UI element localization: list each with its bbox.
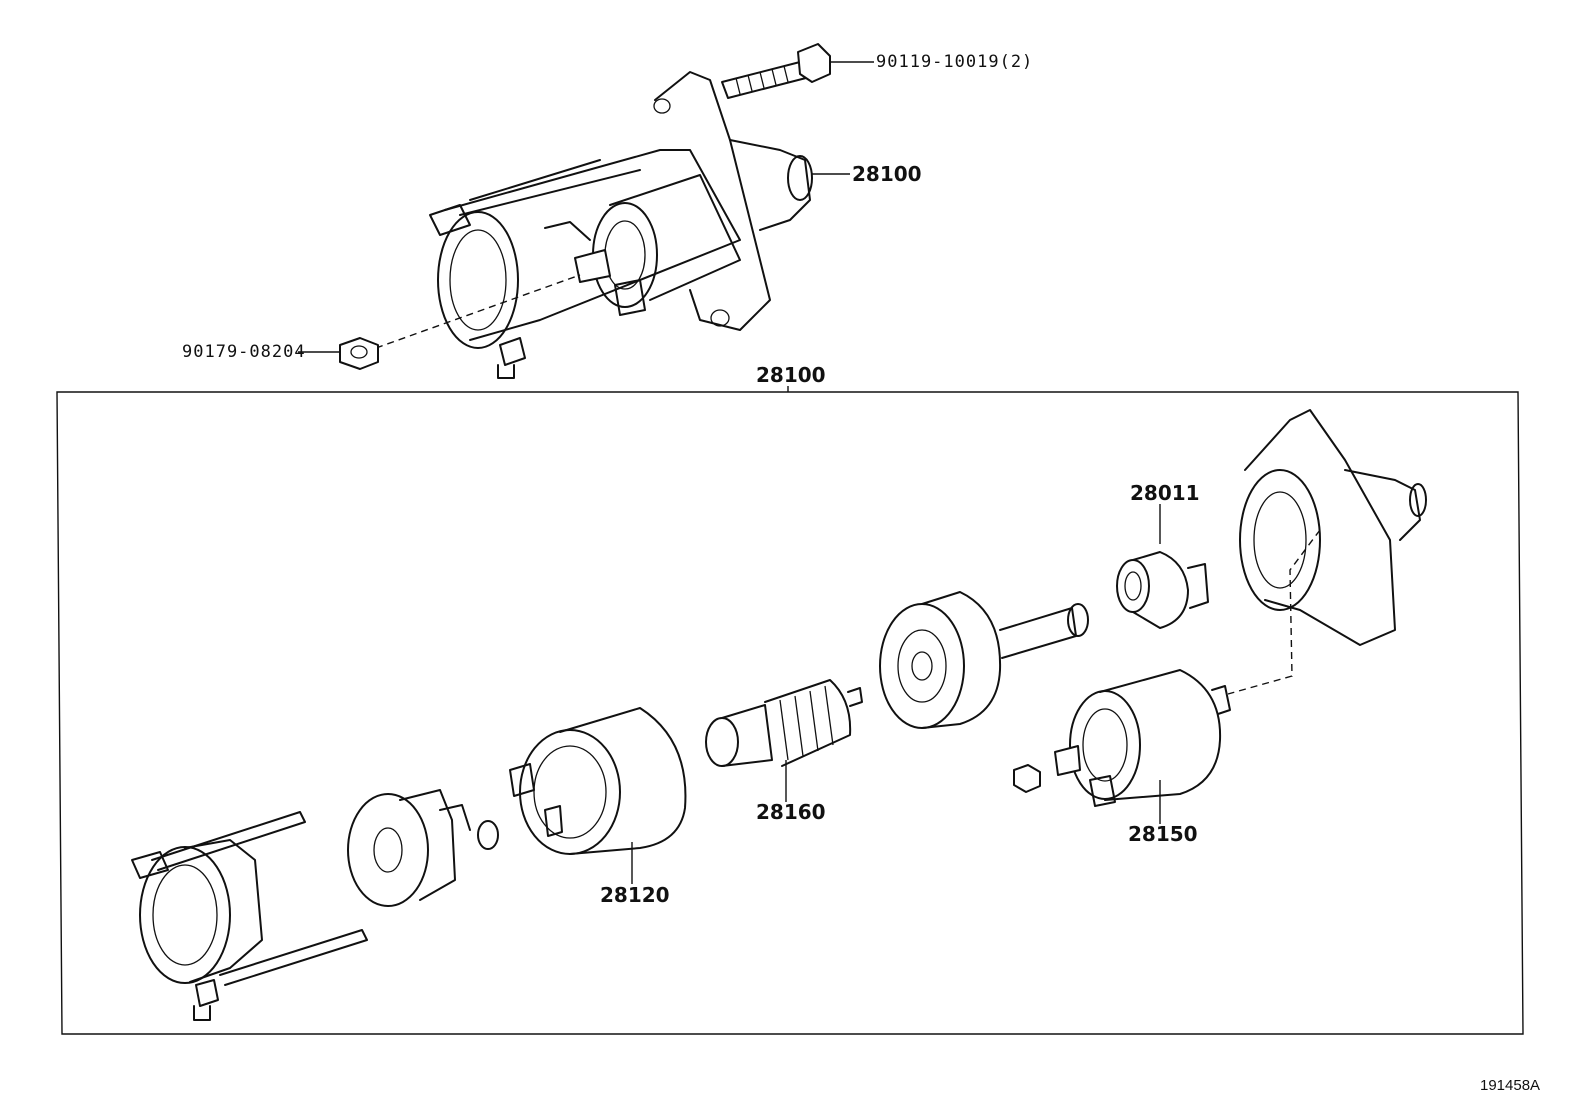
nut-part [339, 337, 379, 370]
callout-assembly: 28100 [756, 363, 826, 387]
armature-part [705, 679, 863, 767]
starter-assembly-drawing [339, 43, 831, 379]
brush-holder-part [347, 789, 499, 907]
callout-bolt: 90119-10019(2) [876, 52, 1033, 72]
drive-housing-part [1239, 409, 1427, 646]
callout-switch: 28150 [1128, 822, 1198, 846]
callout-drive: 28011 [1130, 481, 1200, 505]
clutch-part [879, 591, 1089, 729]
callout-nut: 90179-08204 [182, 342, 306, 362]
end-frame-part [131, 811, 368, 1021]
figure-reference: 191458A [1480, 1077, 1540, 1094]
callout-armature: 28160 [756, 800, 826, 824]
drive-part [1116, 551, 1209, 629]
yoke-part [509, 707, 687, 855]
callout-yoke: 28120 [600, 883, 670, 907]
bolt-part [721, 43, 831, 99]
assembly-frame [56, 391, 1524, 1035]
solenoid-part [1013, 669, 1231, 807]
callout-starter-top: 28100 [852, 162, 922, 186]
